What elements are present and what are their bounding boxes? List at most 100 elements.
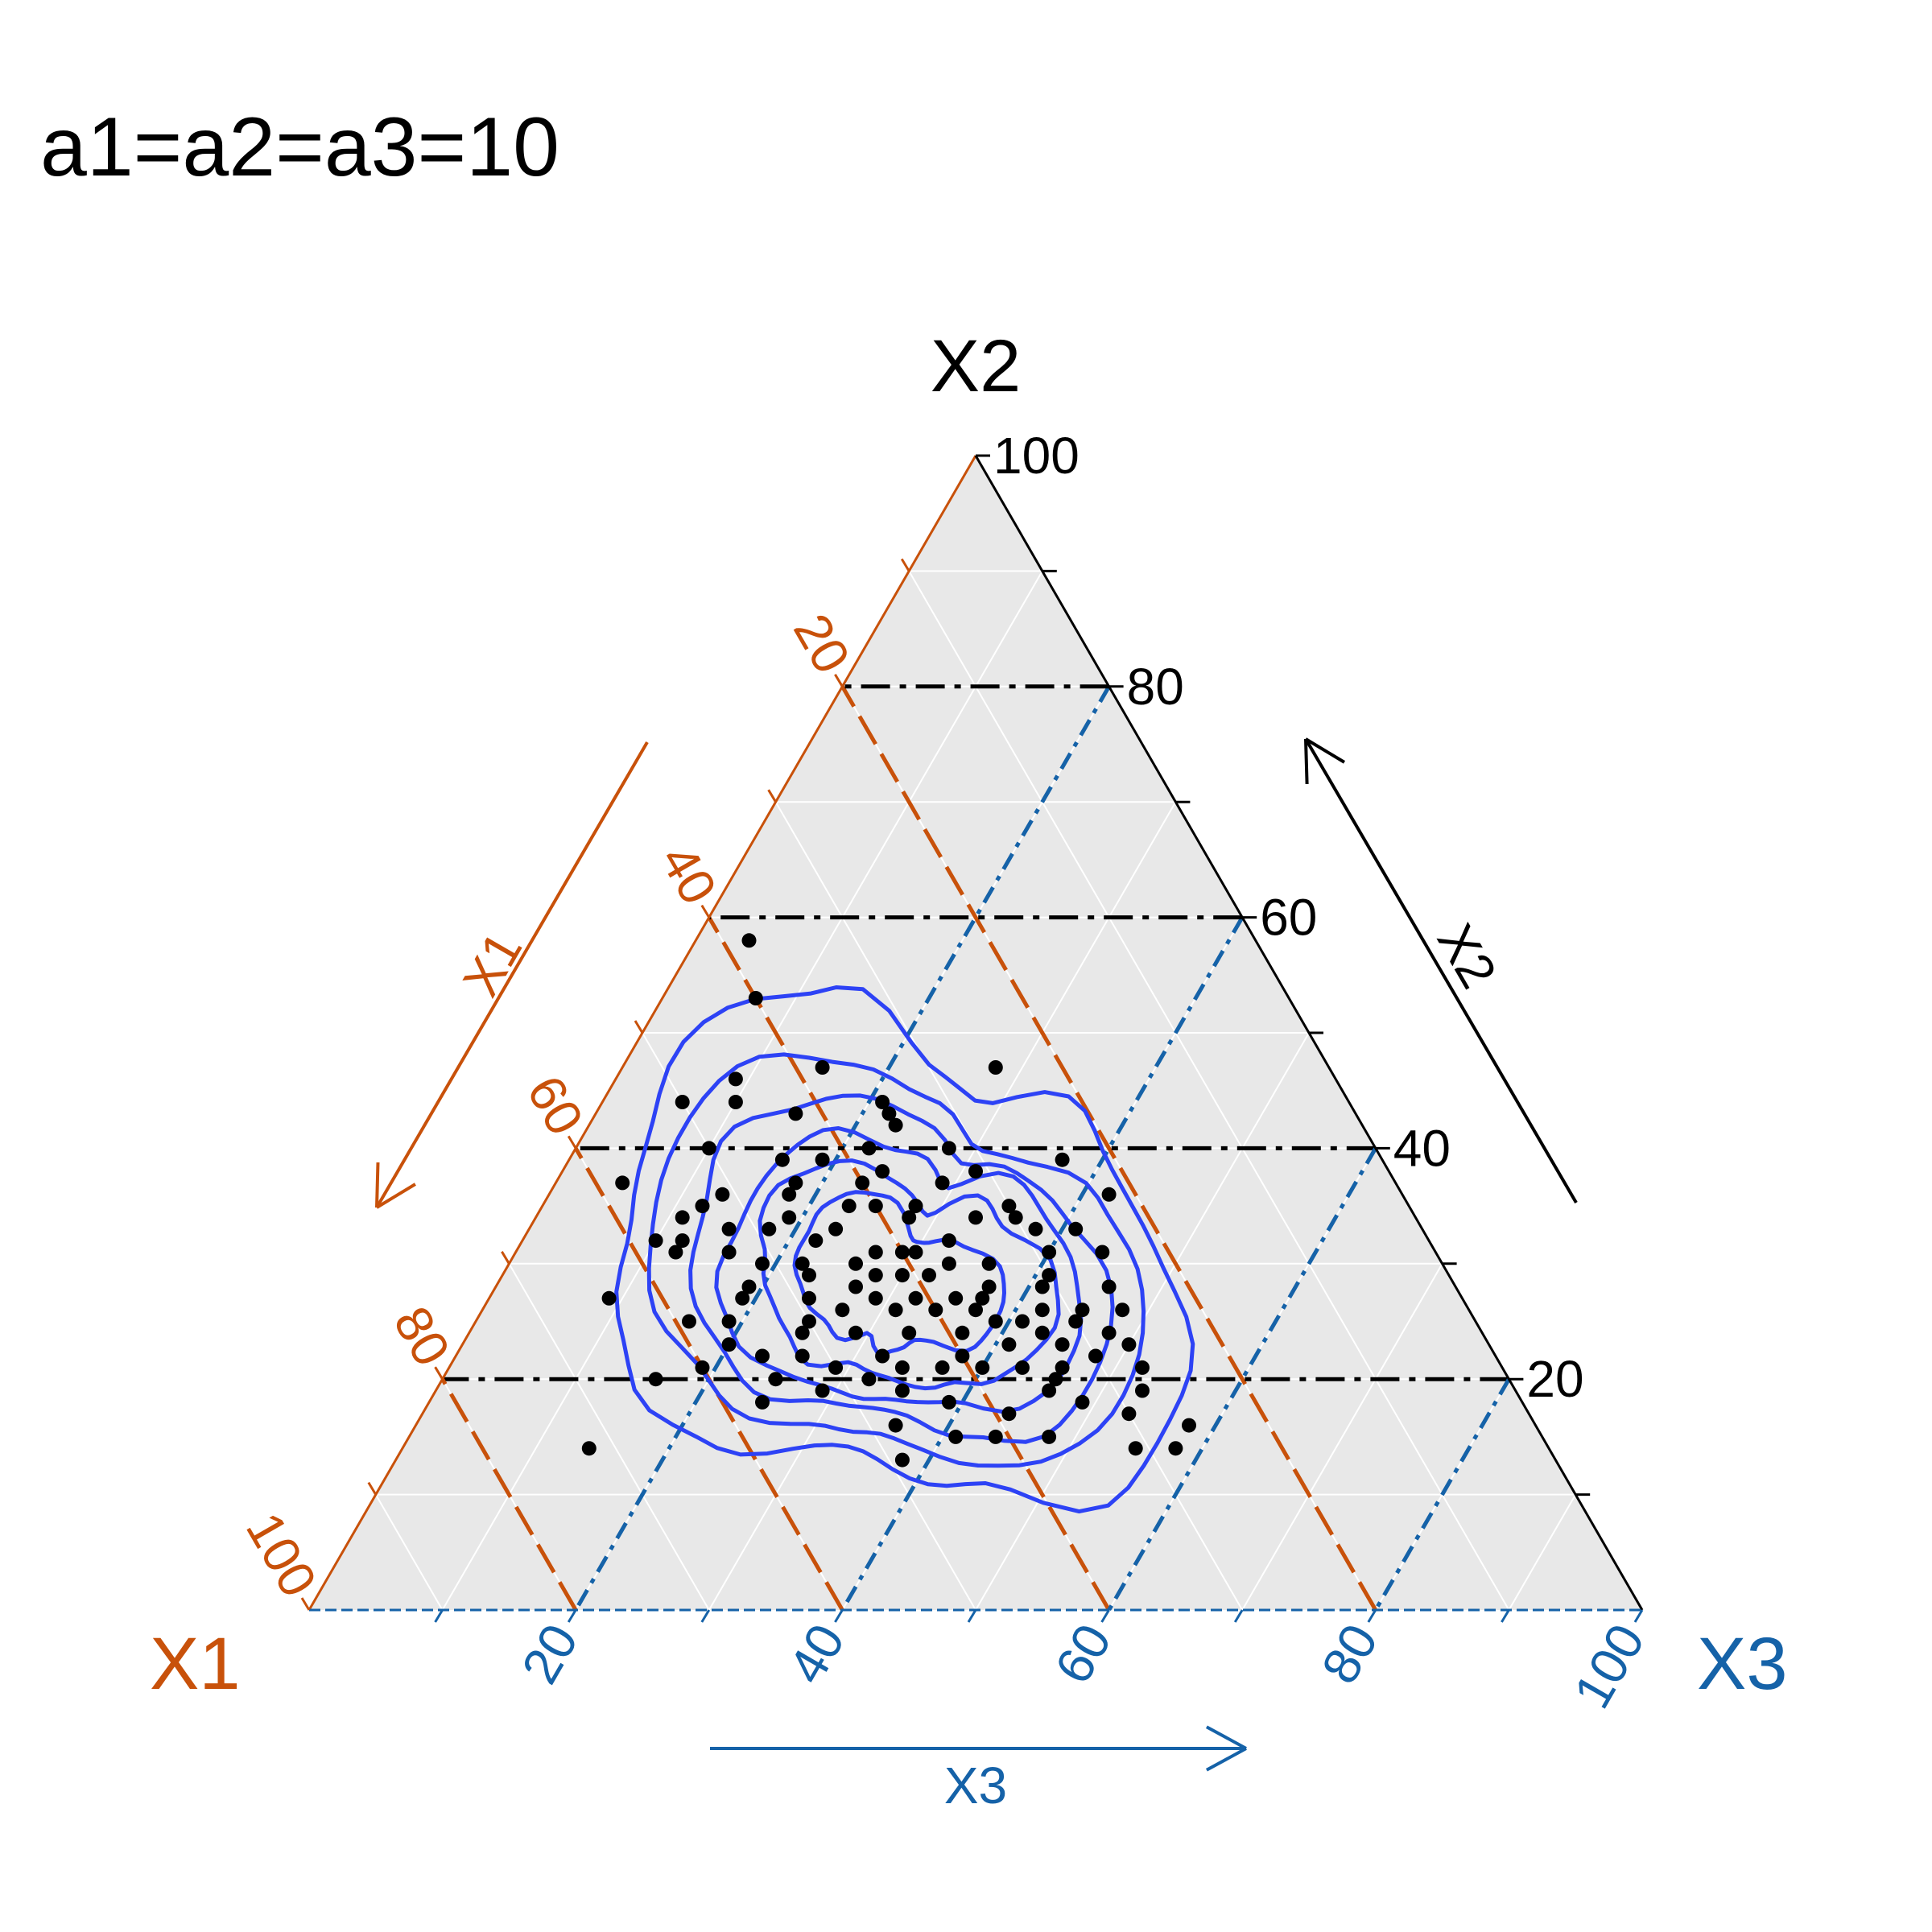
data-point [675, 1095, 690, 1109]
axis-arrow-x3-head [1205, 1747, 1247, 1772]
data-point [875, 1348, 890, 1364]
major-line-x1 [707, 916, 1111, 1612]
data-point [1042, 1429, 1057, 1444]
data-point [968, 1302, 983, 1318]
axis-arrow-x3-head [1205, 1725, 1247, 1750]
major-line-x3 [1373, 1377, 1511, 1612]
data-point [1042, 1245, 1057, 1260]
data-point [868, 1290, 883, 1306]
data-point [941, 1256, 956, 1271]
data-point [802, 1268, 816, 1283]
data-point [1121, 1337, 1137, 1352]
tick-mark-x1 [434, 1366, 444, 1380]
data-point [748, 991, 763, 1005]
data-point [908, 1199, 923, 1214]
data-point [1128, 1441, 1143, 1456]
data-point [755, 1348, 770, 1364]
data-point [848, 1279, 863, 1294]
data-point [815, 1060, 830, 1075]
density-contour [646, 1052, 1146, 1468]
tick-mark-x3 [700, 1609, 711, 1623]
data-point [828, 1221, 844, 1236]
data-point [768, 1372, 783, 1387]
grid-line-x1 [374, 1494, 444, 1611]
data-point [774, 1152, 790, 1167]
data-point [848, 1325, 863, 1340]
tick-label-x1: 60 [516, 1066, 595, 1145]
data-point [1101, 1325, 1117, 1340]
data-point [975, 1290, 990, 1306]
data-point [735, 1290, 750, 1306]
data-point [1095, 1245, 1110, 1260]
data-point [721, 1221, 737, 1236]
data-point [695, 1360, 710, 1375]
data-point [1015, 1314, 1030, 1329]
data-point [795, 1256, 810, 1271]
grid-line-x1 [508, 1263, 710, 1611]
data-point [1075, 1394, 1090, 1410]
tick-label-x1: 80 [382, 1297, 461, 1376]
data-point [675, 1210, 690, 1225]
data-point [941, 1141, 956, 1156]
data-point [788, 1175, 803, 1191]
data-point [894, 1360, 910, 1375]
data-point [941, 1394, 956, 1410]
axis-arrow-x1-head [375, 1183, 416, 1209]
major-line-x3 [840, 916, 1245, 1612]
data-point [968, 1164, 983, 1179]
data-point [835, 1302, 850, 1318]
data-point [908, 1290, 923, 1306]
data-point [741, 1279, 757, 1294]
data-point [1015, 1360, 1030, 1375]
data-point [955, 1325, 970, 1340]
data-point [762, 1221, 777, 1236]
data-point [828, 1360, 844, 1375]
data-point [1055, 1337, 1070, 1352]
tick-mark-x3 [1100, 1609, 1110, 1623]
data-point [721, 1245, 737, 1260]
data-point [894, 1268, 910, 1283]
data-point [741, 933, 757, 948]
data-point [868, 1245, 883, 1260]
axis-arrow-x1 [375, 741, 649, 1209]
density-contour [792, 1190, 1006, 1356]
data-point [1182, 1418, 1196, 1433]
tick-label-x3: 60 [1043, 1614, 1122, 1693]
data-point [1068, 1221, 1084, 1236]
data-point [728, 1071, 743, 1087]
data-point [888, 1418, 903, 1433]
tick-label-x2: 20 [1526, 1350, 1583, 1408]
tick-mark-x1 [700, 904, 711, 919]
tick-mark-x1 [300, 1597, 311, 1611]
axis-arrow-x2 [1304, 737, 1578, 1204]
data-point [788, 1106, 803, 1121]
tick-mark-x1 [767, 789, 777, 803]
tick-label-x3: 40 [777, 1614, 856, 1693]
data-point [802, 1290, 816, 1306]
data-point [648, 1372, 663, 1387]
tick-label-x1: 20 [782, 605, 861, 683]
density-contour [614, 985, 1195, 1514]
data-point [1042, 1268, 1057, 1283]
chart-title: a1=a2=a3=10 [40, 101, 559, 194]
tick-label-x3: 100 [1563, 1614, 1656, 1717]
data-point [695, 1199, 710, 1214]
data-point [975, 1360, 990, 1375]
data-point [902, 1210, 917, 1225]
data-point [1068, 1314, 1084, 1329]
tick-mark-x1 [634, 1020, 644, 1034]
grid-line-x3 [1241, 1263, 1443, 1611]
data-point [1034, 1325, 1050, 1340]
data-point [755, 1394, 770, 1410]
data-point [615, 1175, 630, 1191]
data-point [988, 1429, 1003, 1444]
data-point [928, 1302, 943, 1318]
data-point [782, 1210, 797, 1225]
density-contour [714, 1126, 1084, 1414]
data-point [1042, 1383, 1057, 1398]
data-point [894, 1452, 910, 1468]
tick-label-x2: 100 [993, 427, 1080, 485]
data-point [941, 1233, 956, 1249]
